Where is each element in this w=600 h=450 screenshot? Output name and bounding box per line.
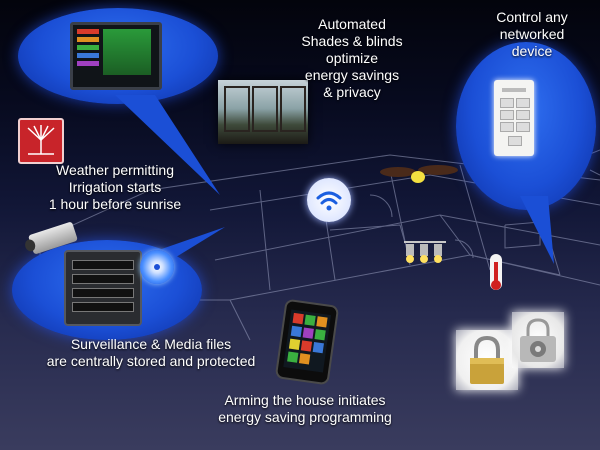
media-server-icon xyxy=(64,250,142,326)
weather-caption-line-3: 1 hour before sunrise xyxy=(48,196,182,212)
shades-caption: Automated Shades & blinds optimize energ… xyxy=(286,16,418,101)
arming-caption-line-1: Arming the house initiates xyxy=(224,392,386,408)
living-room-photo xyxy=(218,80,308,144)
weather-caption: Weather permitting Irrigation starts 1 h… xyxy=(30,162,200,213)
safe-lock-icon xyxy=(512,312,564,368)
thermometer-icon xyxy=(490,254,502,290)
control-caption: Control any networked device xyxy=(474,9,590,60)
sprinkler-icon xyxy=(18,118,64,164)
arming-caption: Arming the house initiates energy saving… xyxy=(206,392,404,426)
shades-caption-line-2: Shades & blinds xyxy=(301,33,403,49)
track-lights-icon xyxy=(402,238,448,264)
shades-caption-line-5: & privacy xyxy=(323,84,381,100)
wifi-icon xyxy=(307,178,351,222)
control-caption-line-1: Control any xyxy=(496,9,568,25)
shades-caption-line-4: energy savings xyxy=(304,67,400,83)
padlock-icon xyxy=(456,330,518,390)
control-caption-line-3: device xyxy=(511,43,553,59)
touch-panel-bubble-tail xyxy=(115,95,220,195)
weather-caption-line-1: Weather permitting xyxy=(55,162,174,178)
itunes-icon xyxy=(140,250,174,284)
weather-caption-line-2: Irrigation starts xyxy=(68,179,162,195)
ceiling-fan-icon xyxy=(380,160,460,190)
surveillance-caption-line-1: Surveillance & Media files xyxy=(70,336,232,352)
arming-caption-line-2: energy saving programming xyxy=(218,409,392,425)
surveillance-caption-line-2: are centrally stored and protected xyxy=(46,353,256,369)
shades-caption-line-1: Automated xyxy=(318,16,386,32)
surveillance-caption: Surveillance & Media files are centrally… xyxy=(20,336,282,370)
smartphone-icon xyxy=(274,298,340,386)
keypad-bubble-tail xyxy=(520,196,554,264)
keypad-remote-icon xyxy=(494,80,534,156)
control-caption-line-2: networked xyxy=(499,26,565,42)
shades-caption-line-3: optimize xyxy=(325,50,379,66)
touch-panel-icon xyxy=(70,22,162,90)
